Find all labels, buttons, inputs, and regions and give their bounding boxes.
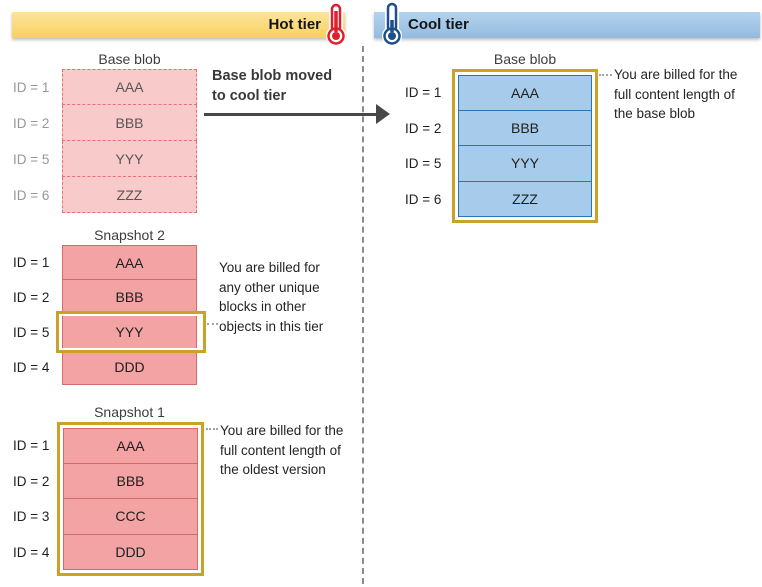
row-id-label: ID = 6 xyxy=(13,187,50,203)
cool-base-blob-table: ID = 1 ID = 2 ID = 5 ID = 6 AAA BBB YYY … xyxy=(400,69,598,223)
row-id-label: ID = 1 xyxy=(405,85,442,101)
row-id-label: ID = 2 xyxy=(13,115,50,131)
annotation-snapshot-2: You are billed for any other unique bloc… xyxy=(219,260,324,334)
row-id-label: ID = 5 xyxy=(13,325,50,340)
thermometer-red-icon xyxy=(326,3,346,45)
table-row: ID = 6 ZZZ xyxy=(8,177,197,213)
table-row: ID = 5 YYY xyxy=(8,141,197,177)
block-cell: AAA xyxy=(458,75,592,111)
snapshot-2-title: Snapshot 2 xyxy=(94,227,165,243)
row-id-label: ID = 2 xyxy=(13,473,50,489)
block-cell: BBB xyxy=(458,110,592,146)
row-id-label: ID = 5 xyxy=(13,151,50,167)
row-id-label: ID = 4 xyxy=(13,360,50,375)
snapshot-2-table: ID = 1 AAA ID = 2 BBB ID = 5 YYY ID = 4 … xyxy=(8,245,197,385)
annotation-snapshot-1: You are billed for the full content leng… xyxy=(220,423,344,477)
highlight-box-base-blob: AAA BBB YYY ZZZ xyxy=(452,69,598,223)
row-id-label: ID = 1 xyxy=(13,255,50,270)
hot-tier-header-bar: Hot tier xyxy=(12,12,345,38)
table-row: ID = 5 YYY xyxy=(8,315,197,350)
snapshot-2-group: Snapshot 2 ID = 1 AAA ID = 2 BBB ID = 5 … xyxy=(8,227,197,385)
block-cell: ZZZ xyxy=(458,181,592,217)
cool-base-blob-group: Base blob ID = 1 ID = 2 ID = 5 ID = 6 AA… xyxy=(400,51,598,223)
row-id-label: ID = 2 xyxy=(13,290,50,305)
row-id-label: ID = 4 xyxy=(13,544,50,560)
table-row: ID = 4 DDD xyxy=(8,350,197,385)
block-cell: DDD xyxy=(63,534,198,570)
tier-divider xyxy=(362,46,364,584)
block-cell: YYY xyxy=(62,315,197,350)
hot-base-blob-table: ID = 1 AAA ID = 2 BBB ID = 5 YYY ID = 6 … xyxy=(8,69,197,213)
row-id-label: ID = 3 xyxy=(13,509,50,525)
block-cell: BBB xyxy=(63,463,198,499)
snapshot-1-table: ID = 1 ID = 2 ID = 3 ID = 4 AAA BBB CCC … xyxy=(8,422,204,576)
block-cell: AAA xyxy=(63,428,198,464)
hot-base-blob-group: Base blob ID = 1 AAA ID = 2 BBB ID = 5 Y… xyxy=(8,51,197,213)
highlight-box-oldest-version: AAA BBB CCC DDD xyxy=(57,422,204,576)
table-row: ID = 1 AAA xyxy=(8,245,197,280)
row-id-label: ID = 1 xyxy=(13,79,50,95)
block-cell: ZZZ xyxy=(62,177,197,213)
row-id-label: ID = 5 xyxy=(405,156,442,172)
hot-tier-label: Hot tier xyxy=(268,16,322,33)
move-arrow xyxy=(204,113,378,116)
snapshot-1-group: Snapshot 1 ID = 1 ID = 2 ID = 3 ID = 4 A… xyxy=(8,404,204,576)
row-id-label: ID = 1 xyxy=(13,438,50,454)
thermometer-blue-icon xyxy=(382,2,402,45)
snapshot-1-title: Snapshot 1 xyxy=(94,404,165,420)
connector-dotted xyxy=(206,428,218,430)
hot-base-blob-title: Base blob xyxy=(98,51,161,67)
highlight-box-unique-block xyxy=(56,311,206,353)
block-cell: YYY xyxy=(62,141,197,177)
cool-tier-header-bar: Cool tier xyxy=(374,12,760,38)
snapshot-1-id-column: ID = 1 ID = 2 ID = 3 ID = 4 xyxy=(8,428,57,576)
connector-dotted xyxy=(207,323,218,325)
cool-base-blob-title: Base blob xyxy=(493,51,557,67)
block-cell: DDD xyxy=(62,350,197,385)
row-id-label: ID = 2 xyxy=(405,120,442,136)
block-cell: AAA xyxy=(62,69,197,105)
table-row: ID = 2 BBB xyxy=(8,105,197,141)
cool-tier-label: Cool tier xyxy=(408,16,469,33)
row-id-label: ID = 6 xyxy=(405,191,442,207)
move-arrow-head-icon xyxy=(376,104,390,124)
table-row: ID = 1 AAA xyxy=(8,69,197,105)
block-cell: BBB xyxy=(62,105,197,141)
block-cell: YYY xyxy=(458,146,592,182)
table-row: ID = 2 BBB xyxy=(8,280,197,315)
move-arrow-label: Base blob moved to cool tier xyxy=(212,68,333,104)
annotation-cool-base-blob: You are billed for the full content leng… xyxy=(614,67,738,121)
block-cell: AAA xyxy=(62,245,197,280)
block-cell: CCC xyxy=(63,499,198,535)
connector-dotted xyxy=(599,74,612,76)
cool-base-id-column: ID = 1 ID = 2 ID = 5 ID = 6 xyxy=(400,75,452,223)
block-cell: BBB xyxy=(62,280,197,315)
